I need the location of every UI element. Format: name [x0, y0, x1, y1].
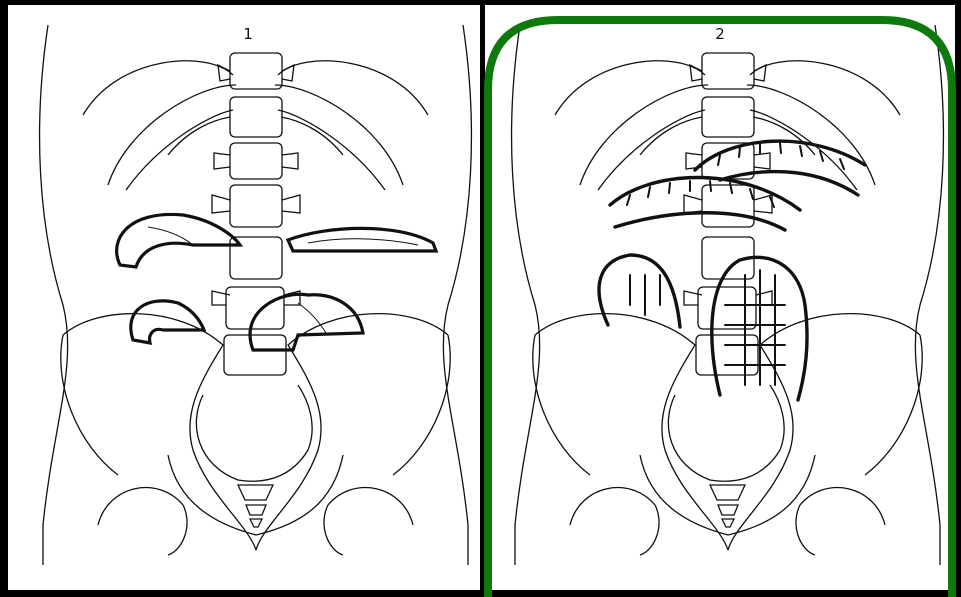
panel-1-label: 1 — [243, 25, 253, 43]
panel-1[interactable]: 1 — [8, 5, 480, 590]
panel-2-label: 2 — [715, 25, 725, 43]
panel-2[interactable]: 2 — [485, 5, 955, 590]
panel-2-paper — [485, 5, 955, 590]
panel-1-paper — [8, 5, 480, 590]
